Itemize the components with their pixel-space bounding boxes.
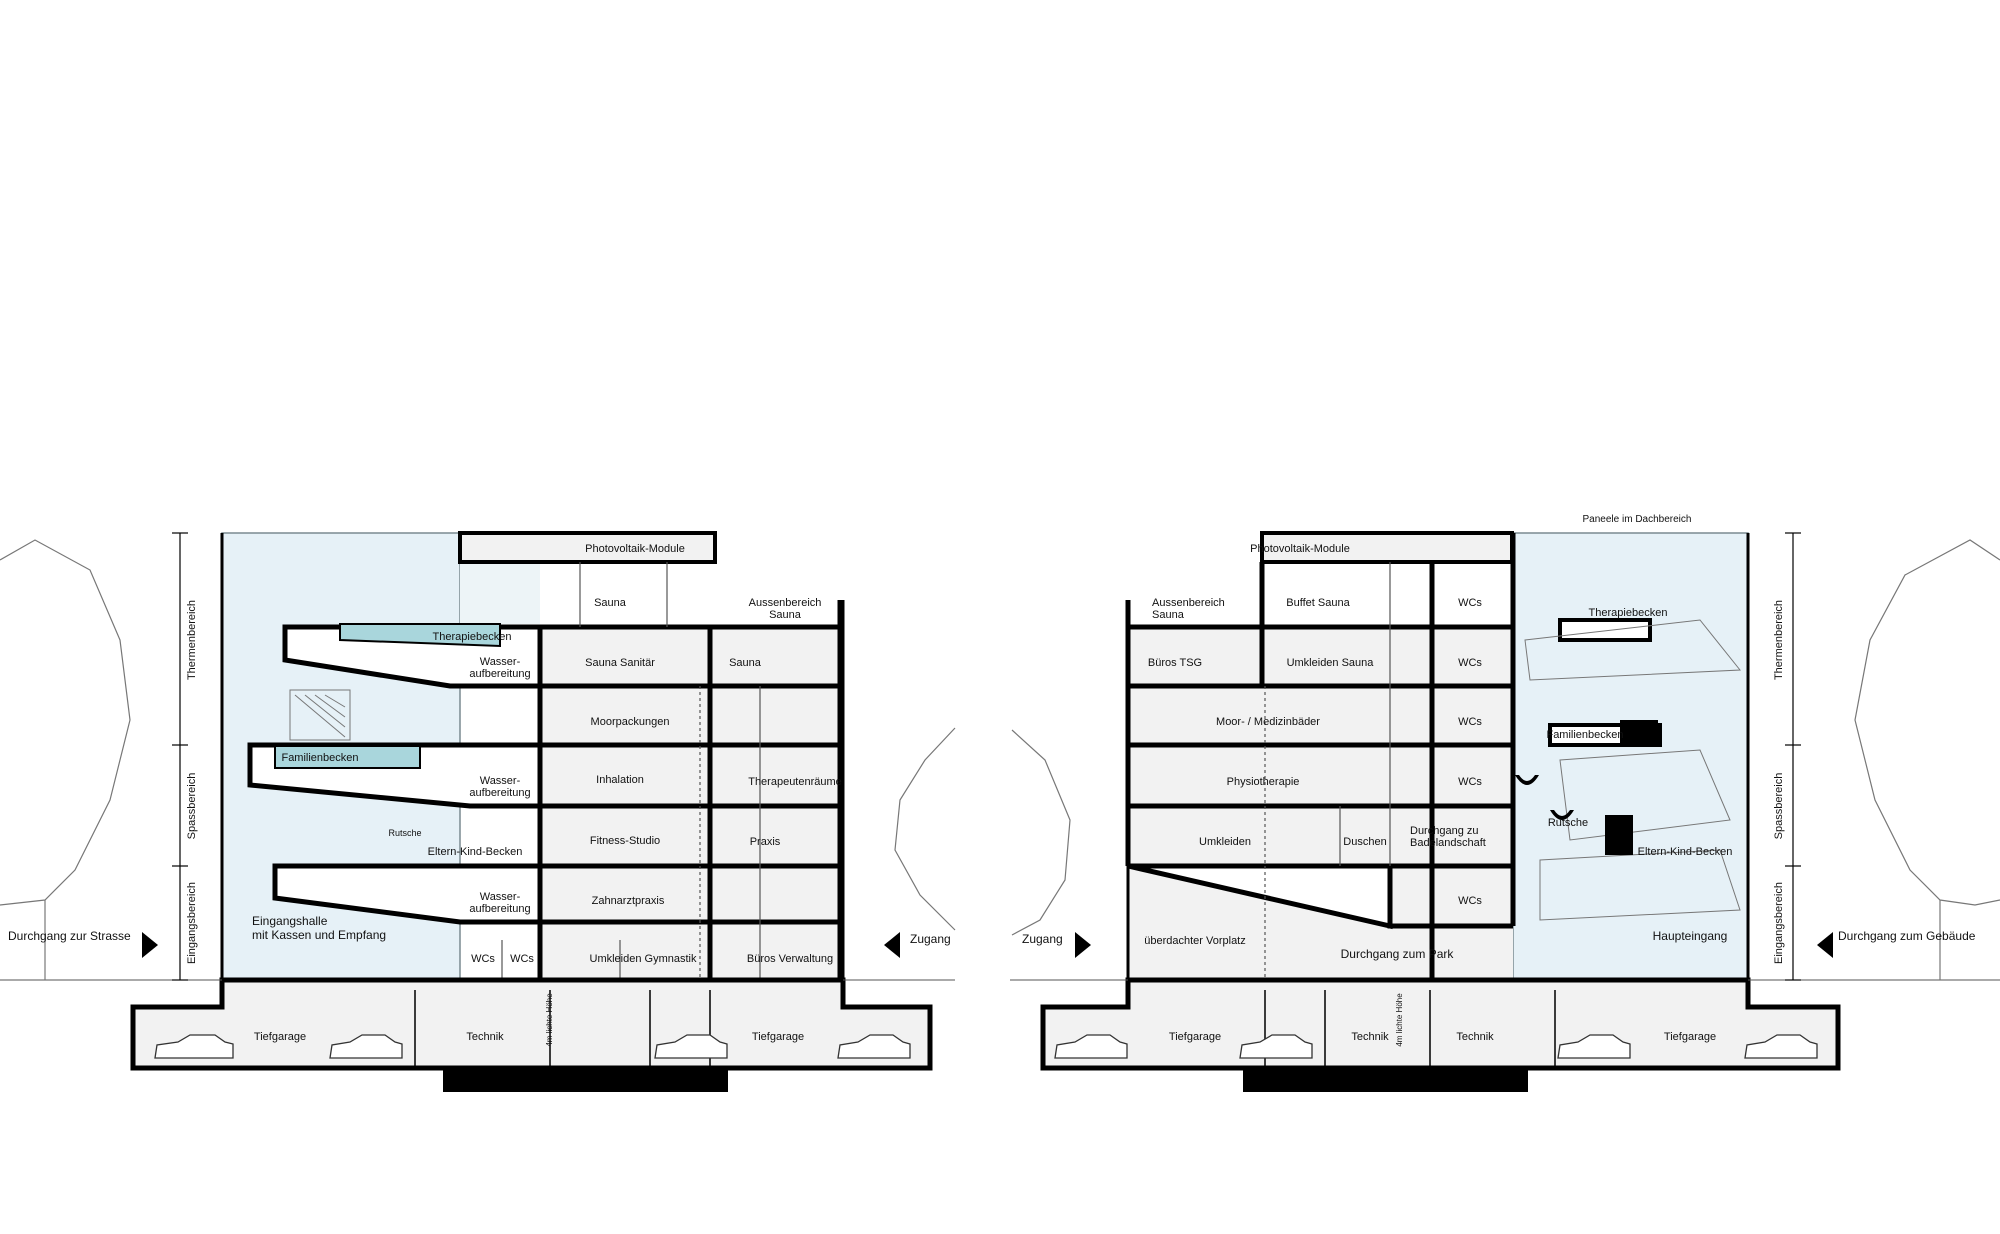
label-technik: Technik xyxy=(466,1031,504,1043)
left-familienbecken-pool xyxy=(274,745,421,769)
label-wasser-b-1: aufbereitung xyxy=(469,668,530,680)
zone-spassbereich-left: Spassbereich xyxy=(186,773,198,840)
label-technik-r2: Technik xyxy=(1456,1031,1494,1043)
label-inhalation: Inhalation xyxy=(596,774,644,786)
label-wcs-r1: WCs xyxy=(1458,597,1482,609)
label-tiefgarage-1: Tiefgarage xyxy=(254,1031,306,1043)
left-foundation xyxy=(443,1068,728,1092)
label-tiefgarage-r2: Tiefgarage xyxy=(1664,1031,1716,1043)
left-photovoltaik-box xyxy=(458,531,717,564)
left-labels: Photovoltaik-Module Sauna Aussenbereich … xyxy=(8,543,951,1047)
left-therapiebecken-pool xyxy=(339,623,501,648)
label-photovoltaik: Photovoltaik-Module xyxy=(585,543,685,555)
label-physiotherapie: Physiotherapie xyxy=(1227,776,1300,788)
label-eingangshalle-1: Eingangshalle xyxy=(252,914,328,928)
left-access-arrow-right xyxy=(884,932,900,958)
label-wasser-a-2: Wasser- xyxy=(480,775,521,787)
access-durchgang-strasse: Durchgang zur Strasse xyxy=(8,929,131,943)
access-durchgang-gebaeude: Durchgang zum Gebäude xyxy=(1838,929,1976,943)
label-wasser-a-1: Wasser- xyxy=(480,656,521,668)
label-eingangshalle-2: mit Kassen und Empfang xyxy=(252,928,386,942)
label-umkleiden-sauna: Umkleiden Sauna xyxy=(1287,657,1375,669)
label-bueros-verwaltung: Büros Verwaltung xyxy=(747,953,833,965)
label-wasser-b-3: aufbereitung xyxy=(469,903,530,915)
label-therapiebecken: Therapiebecken xyxy=(433,631,512,643)
right-labels: Paneele im Dachbereich Photovoltaik-Modu… xyxy=(1022,514,1976,1047)
right-building-section xyxy=(1040,531,1841,1092)
label-aussenbereich-1: Aussenbereich xyxy=(749,597,822,609)
label-wcs-r5: WCs xyxy=(1458,895,1482,907)
label-durchgang-bad-2: Badelandschaft xyxy=(1410,837,1486,849)
right-glass-atrium xyxy=(1512,532,1749,981)
label-wcs-1: WCs xyxy=(471,953,495,965)
label-durchgang-park: Durchgang zum Park xyxy=(1341,947,1455,961)
label-wasser-a-3: Wasser- xyxy=(480,891,521,903)
label-technik-r1: Technik xyxy=(1351,1031,1389,1043)
label-eltern-kind-r: Eltern-Kind-Becken xyxy=(1638,846,1733,858)
label-aussenbereich-2: Sauna xyxy=(769,609,802,621)
right-access-arrow-left xyxy=(1075,932,1091,958)
zone-eingangsbereich-right: Eingangsbereich xyxy=(1773,882,1785,964)
left-access-arrow-left xyxy=(142,932,158,958)
label-moorpackungen: Moorpackungen xyxy=(591,716,670,728)
zone-markers-left xyxy=(172,532,188,981)
label-therapiebecken-r: Therapiebecken xyxy=(1589,607,1668,619)
label-bueros-tsg: Büros TSG xyxy=(1148,657,1202,669)
label-aussenbereich-r2: Sauna xyxy=(1152,609,1185,621)
label-rutsche: Rutsche xyxy=(388,828,421,838)
access-zugang-right: Zugang xyxy=(1022,932,1063,946)
label-aussenbereich-r1: Aussenbereich xyxy=(1152,597,1225,609)
zone-eingangsbereich-left: Eingangsbereich xyxy=(186,882,198,964)
label-lichte-hoehe-r: 4m lichte Höhe xyxy=(1395,993,1404,1047)
label-praxis: Praxis xyxy=(750,836,781,848)
label-familienbecken: Familienbecken xyxy=(281,752,358,764)
zone-thermenbereich-left: Thermenbereich xyxy=(186,600,198,680)
label-paneele: Paneele im Dachbereich xyxy=(1583,514,1692,525)
right-outer-wall xyxy=(1126,533,1750,980)
label-wcs-r4: WCs xyxy=(1458,776,1482,788)
label-haupteingang: Haupteingang xyxy=(1653,929,1728,943)
left-basement xyxy=(130,977,933,1071)
label-durchgang-bad-1: Durchgang zu xyxy=(1410,825,1479,837)
label-wcs-r2: WCs xyxy=(1458,657,1482,669)
label-fitness: Fitness-Studio xyxy=(590,835,660,847)
label-tiefgarage-r1: Tiefgarage xyxy=(1169,1031,1221,1043)
zone-spassbereich-right: Spassbereich xyxy=(1773,773,1785,840)
tree-outlines xyxy=(0,539,2000,980)
label-familienbecken-r: Familienbecken xyxy=(1546,729,1623,741)
label-ueberdachter-vorplatz: überdachter Vorplatz xyxy=(1144,935,1246,947)
label-moor-medizinbaeder: Moor- / Medizinbäder xyxy=(1216,716,1320,728)
label-sauna-2: Sauna xyxy=(729,657,762,669)
label-photovoltaik-r: Photovoltaik-Module xyxy=(1250,543,1350,555)
left-building-section xyxy=(130,531,933,1092)
label-lichte-hoehe: 4m lichte Höhe xyxy=(545,993,554,1047)
right-floor-slabs xyxy=(1125,533,1516,980)
label-therapeutenraeume: Therapeutenräume xyxy=(748,776,842,788)
label-sauna: Sauna xyxy=(594,597,627,609)
label-zahnarztpraxis: Zahnarztpraxis xyxy=(592,895,665,907)
label-sauna-sanitaer: Sauna Sanitär xyxy=(585,657,655,669)
label-wcs-r3: WCs xyxy=(1458,716,1482,728)
label-wcs-2: WCs xyxy=(510,953,534,965)
right-access-arrow-right xyxy=(1817,932,1833,958)
label-tiefgarage-2: Tiefgarage xyxy=(752,1031,804,1043)
zone-thermenbereich-right: Thermenbereich xyxy=(1773,600,1785,680)
label-rutsche-r: Rutsche xyxy=(1548,817,1588,829)
right-basement xyxy=(1040,977,1841,1071)
label-buffet-sauna: Buffet Sauna xyxy=(1286,597,1350,609)
right-foundation xyxy=(1243,1068,1528,1092)
access-zugang-left: Zugang xyxy=(910,932,951,946)
label-eltern-kind: Eltern-Kind-Becken xyxy=(428,846,523,858)
label-umkleiden: Umkleiden xyxy=(1199,836,1251,848)
label-duschen: Duschen xyxy=(1343,836,1386,848)
label-umkleiden-gymnastik: Umkleiden Gymnastik xyxy=(590,953,697,965)
label-wasser-b-2: aufbereitung xyxy=(469,787,530,799)
zone-markers-right xyxy=(1785,532,1801,981)
left-outer-wall xyxy=(220,533,845,980)
